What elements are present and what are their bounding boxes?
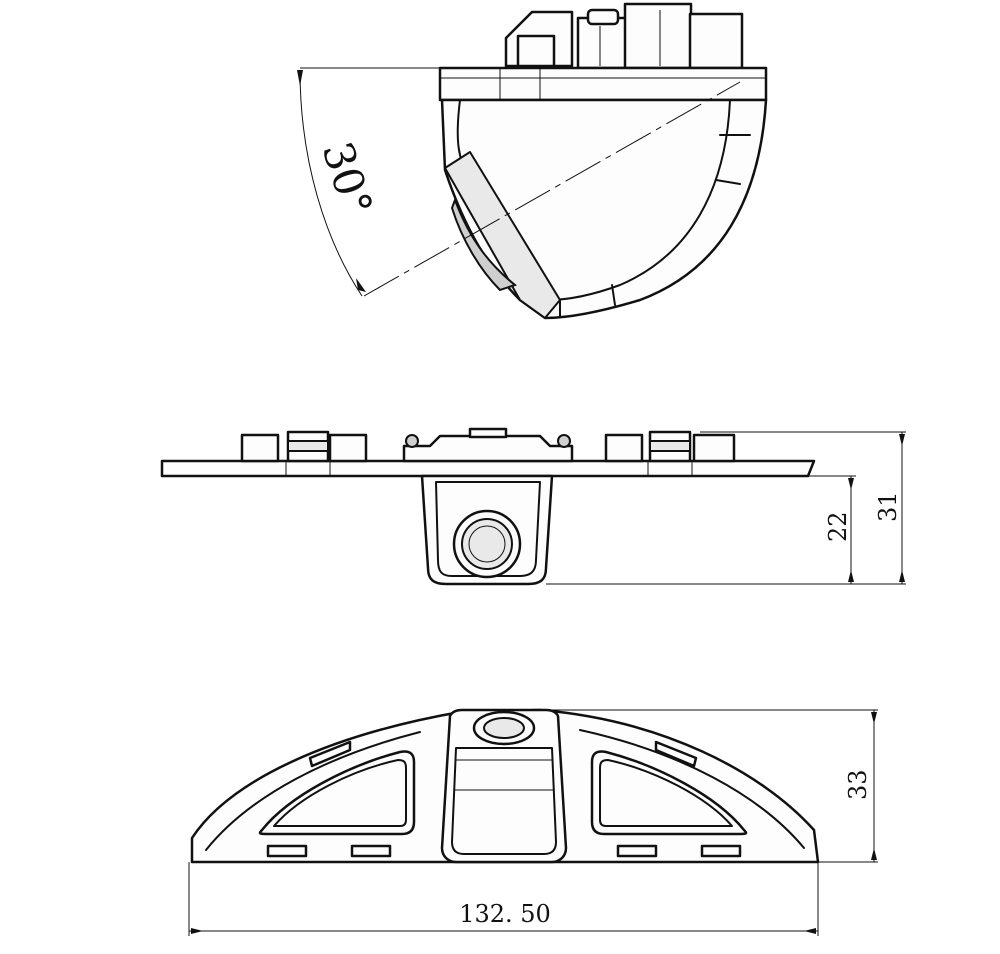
top-view: 33 132. 50 [188,708,878,936]
mounting-strip [160,459,816,478]
left-window [258,750,416,836]
angle-label: 30° [312,136,382,222]
mount-flange [438,66,768,102]
connector-block [504,2,744,70]
angle-arc [299,69,363,297]
dim-label-33: 33 [844,769,872,800]
front-view: 22 31 [160,427,906,586]
dim-label-22: 22 [824,511,852,542]
right-window [590,750,748,836]
dim-label-31: 31 [874,491,902,522]
dim-label-width: 132. 50 [459,900,551,928]
angle-axis-line [363,81,741,297]
side-view: 30° [297,2,768,320]
